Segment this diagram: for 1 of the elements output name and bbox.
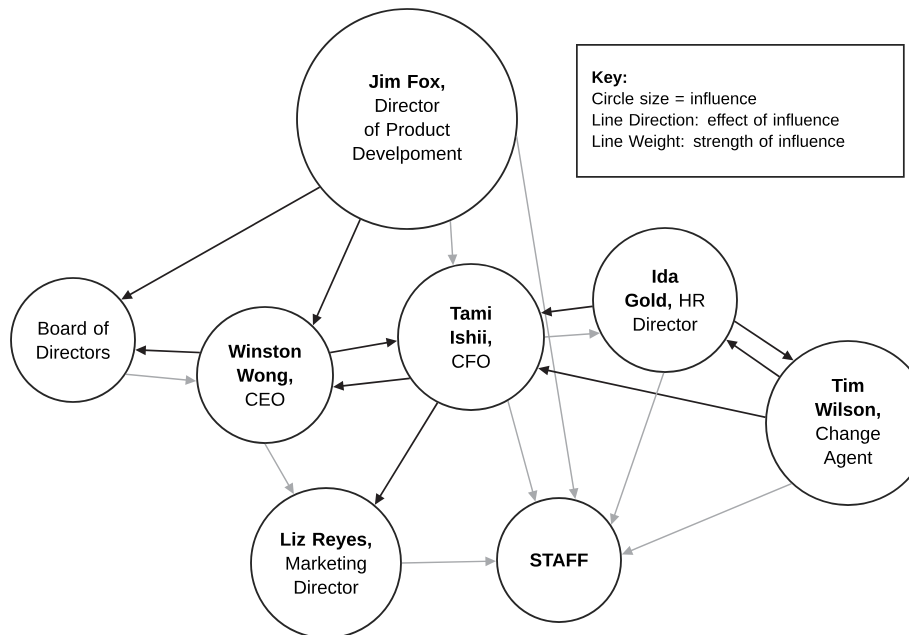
- key-box: Key: Circle size = influence Line Direction: effect of influence Line Weight: strength of influence: [576, 44, 905, 178]
